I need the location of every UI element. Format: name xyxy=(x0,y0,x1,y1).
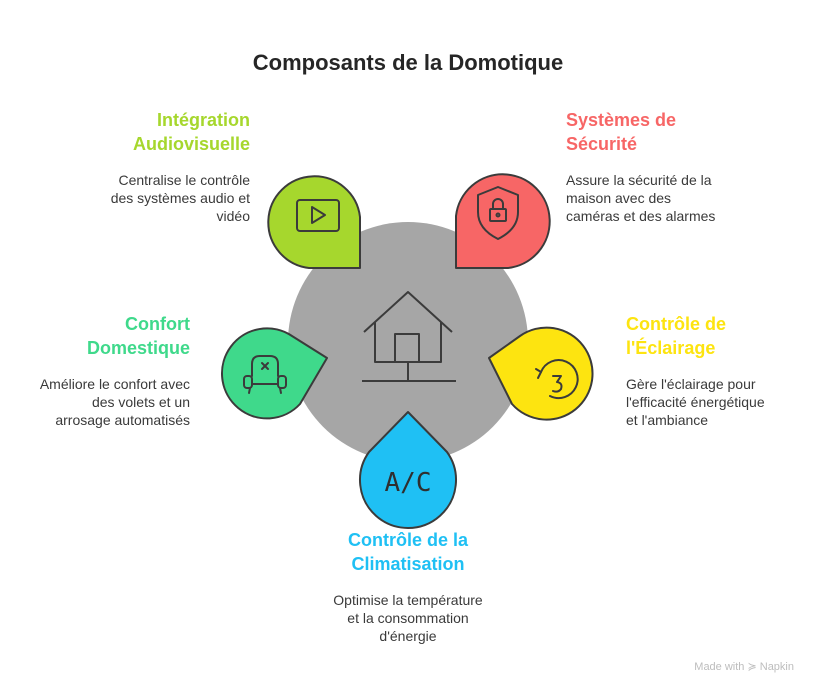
audiovisual-description: Centralise le contrôle des systèmes audi… xyxy=(110,172,250,224)
climate-description: Optimise la température et la consommati… xyxy=(333,592,483,644)
comfort-heading: Confort Domestique xyxy=(86,314,190,358)
audiovisual-heading: Intégration Audiovisuelle xyxy=(132,110,250,154)
shield-lock-icon xyxy=(477,186,519,240)
comfort-description: Améliore le confort avec des volets et u… xyxy=(39,376,190,428)
napkin-watermark: Made with ≽ Napkin xyxy=(694,661,794,673)
climate-icon-text: A/C xyxy=(385,468,432,498)
comfort-node xyxy=(221,327,328,420)
security-heading: Systèmes de Sécurité xyxy=(566,110,677,154)
comfort-droplet xyxy=(221,327,328,420)
lighting-description: Gère l'éclairage pour l'efficacité énerg… xyxy=(626,376,765,428)
armchair-icon xyxy=(243,355,287,394)
lighting-node xyxy=(488,326,594,421)
page-title: Composants de la Domotique xyxy=(252,50,564,75)
security-node xyxy=(455,173,551,269)
climate-heading: Contrôle de la Climatisation xyxy=(347,530,468,574)
house-icon xyxy=(362,291,456,382)
audiovisual-node xyxy=(267,175,361,269)
climate-node: A/C xyxy=(359,411,457,529)
play-icon xyxy=(296,199,340,232)
lighting-heading: Contrôle de l'Éclairage xyxy=(626,314,727,358)
dimmer-icon xyxy=(535,359,579,400)
security-description: Assure la sécurité de la maison avec des… xyxy=(566,172,716,224)
climate-droplet xyxy=(359,411,457,529)
hub-circle xyxy=(288,222,528,462)
